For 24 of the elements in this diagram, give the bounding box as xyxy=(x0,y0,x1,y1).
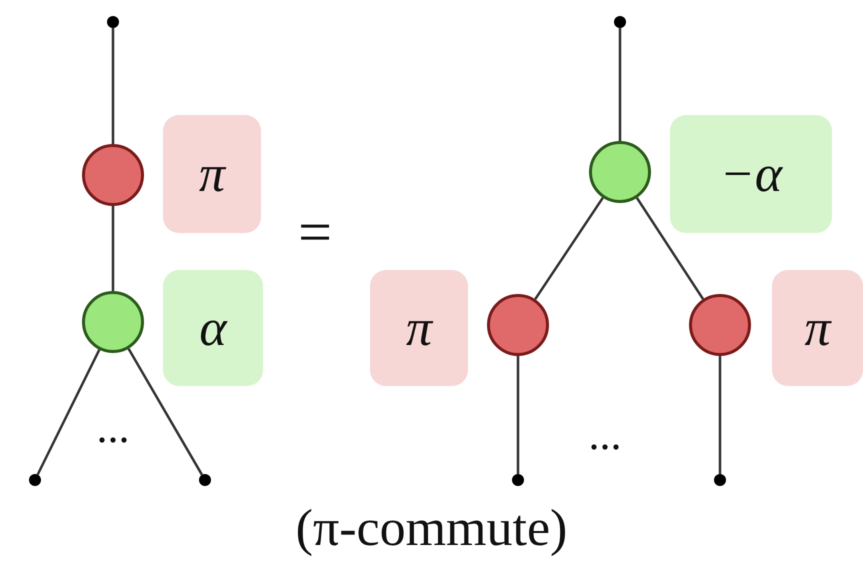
caption: (π-commute) xyxy=(294,500,568,558)
wire xyxy=(534,197,604,300)
wire xyxy=(718,356,722,474)
ellipsis: ... xyxy=(96,406,130,450)
phase-box: π xyxy=(772,270,863,386)
wire xyxy=(516,356,520,474)
wire xyxy=(112,206,114,291)
boundary-dot xyxy=(614,16,626,28)
wire xyxy=(618,28,622,141)
phase-box: π xyxy=(370,270,468,386)
equals-sign: = xyxy=(298,202,332,262)
wire xyxy=(128,348,204,476)
wire xyxy=(636,197,704,300)
phase-box: −α xyxy=(670,115,832,233)
ellipsis: ... xyxy=(588,413,622,457)
boundary-dot xyxy=(29,474,41,486)
phase-box: π xyxy=(163,115,261,233)
wire xyxy=(36,349,100,476)
boundary-dot xyxy=(512,474,524,486)
boundary-dot xyxy=(107,16,119,28)
phase-box: α xyxy=(163,270,263,386)
boundary-dot xyxy=(714,474,726,486)
boundary-dot xyxy=(199,474,211,486)
wire xyxy=(112,28,114,144)
